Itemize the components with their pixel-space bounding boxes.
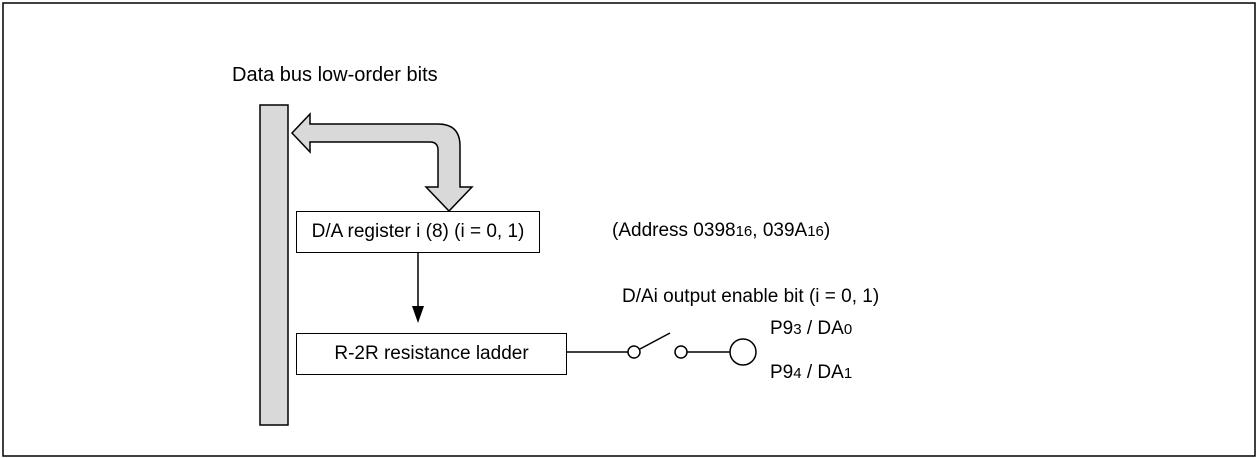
switch-contact-left [627, 345, 641, 359]
bus-arrow [290, 112, 474, 213]
r2r-ladder-box: R-2R resistance ladder [296, 333, 567, 375]
address-sub1: 16 [735, 223, 753, 240]
output-enable-label: D/Ai output enable bit (i = 0, 1) [622, 286, 880, 307]
register-to-ladder-arrowhead [412, 306, 424, 323]
pin-label-da0: P93 / DA0 [770, 318, 852, 341]
data-bus-label: Data bus low-order bits [232, 64, 438, 86]
address-label: (Address 039816, 039A16) [612, 220, 830, 243]
pin-label-da1: P94 / DA1 [770, 362, 852, 385]
da-register-box: D/A register i (8) (i = 0, 1) [296, 211, 540, 253]
address-prefix: (Address 0398 [612, 220, 736, 241]
pin0-port-sub: 3 [793, 321, 802, 338]
pin0-port: P9 [770, 318, 794, 339]
output-pin-circle [729, 338, 757, 366]
address-sub2: 16 [807, 223, 824, 240]
pin0-da-sub: 0 [843, 321, 853, 338]
switch-contact-right [674, 345, 688, 359]
pin1-port-sub: 4 [793, 365, 802, 382]
pin1-port: P9 [770, 362, 794, 383]
pin1-sep: / DA [801, 362, 844, 383]
pin1-da-sub: 1 [843, 365, 853, 382]
pin0-sep: / DA [801, 318, 844, 339]
data-bus-bar [259, 104, 289, 426]
switch-blade [639, 332, 671, 350]
address-mid: , 039A [752, 220, 808, 241]
address-suffix: ) [823, 220, 831, 241]
